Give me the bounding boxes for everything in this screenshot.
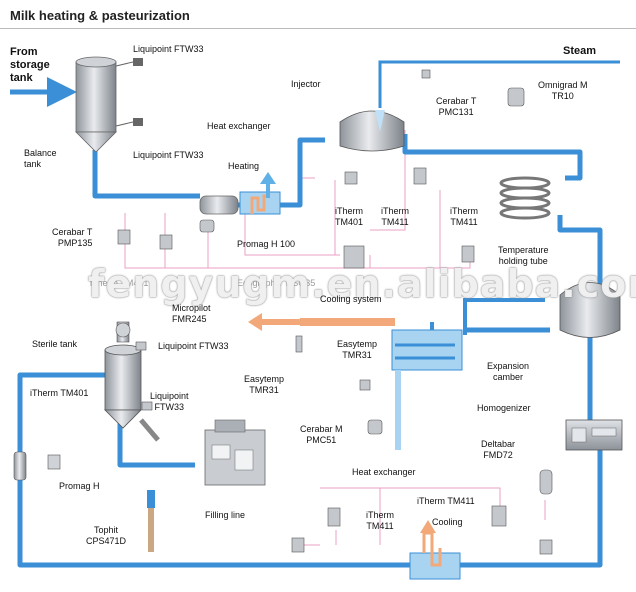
cooling-system [248, 313, 463, 450]
instrument-heads [117, 69, 553, 555]
sterile-tank-label: Sterile tank [32, 339, 78, 349]
sterile-tank [104, 321, 160, 442]
liquipoint-sterile-bot-label: Liquipoint FTW33 [150, 391, 189, 412]
steam-label: Steam [563, 45, 597, 57]
liquipoint-mid-label: Liquipoint FTW33 [133, 150, 204, 160]
expansion-label: Expansion camber [487, 361, 530, 382]
signal-lines [124, 130, 546, 546]
promag-h-meter [13, 451, 61, 481]
heat-exchanger-bot-label: Heat exchanger [352, 467, 416, 477]
diagram-title: Milk heating & pasteurization [10, 8, 190, 23]
watermark: fengyugm.en.alibaba.com [88, 262, 636, 306]
itherm-tm411-a-label: iTherm TM411 [381, 206, 410, 227]
tophit-label: Tophit CPS471D [86, 525, 127, 546]
micropilot-label: Micropilot FMR245 [172, 303, 211, 324]
homogenizer [565, 419, 623, 451]
from-storage-label: From storage tank [10, 46, 50, 84]
filling-machine [204, 419, 266, 486]
temp-holding-label: Temperature holding tube [498, 245, 549, 266]
title-divider [0, 28, 636, 29]
cerabar-top-label: Cerabar T PMC131 [436, 96, 477, 117]
omnigrad-label: Omnigrad M TR10 [538, 80, 588, 101]
heating-exchanger [199, 172, 281, 215]
deltabar-label: Deltabar FMD72 [481, 439, 516, 460]
cooling-system-label: Cooling system [320, 294, 382, 304]
itherm-tm411-d-label: iTherm TM411 [366, 510, 395, 531]
itherm-tm401-a-label: iTherm TM401 [335, 206, 364, 227]
itherm-tm411-c-label: iTherm TM411 [417, 496, 475, 506]
ghost-ecograph-label: Ecograph T RSG35 [237, 278, 316, 288]
heat-exchanger-top-label: Heat exchanger [207, 121, 271, 131]
filling-line-label: Filling line [205, 510, 246, 520]
easytemp-a-label: Easytemp TMR31 [337, 339, 378, 360]
tophit-probe [147, 490, 155, 552]
heating-label: Heating [228, 161, 260, 171]
cerabar-left-label: Cerabar T PMP135 [52, 227, 93, 248]
liquipoint-sterile-top-label: Liquipoint FTW33 [158, 341, 229, 351]
injector-label: Injector [291, 79, 321, 89]
ghost-itherm-label: iTherm TM401 [90, 278, 149, 288]
itherm-tm411-b-label: iTherm TM411 [450, 206, 479, 227]
milk-pipe [10, 77, 603, 568]
easytemp-b-label: Easytemp TMR31 [244, 374, 285, 395]
holding-tube [499, 176, 551, 220]
cooling-exchanger [409, 520, 461, 580]
homogenizer-label: Homogenizer [477, 403, 531, 413]
promag-h100-label: Promag H 100 [237, 239, 296, 249]
balance-tank [75, 56, 143, 153]
steam-pipe [378, 60, 620, 108]
injector-vessel [339, 110, 405, 152]
promag-h-label: Promag H [59, 481, 100, 491]
balance-tank-label: Balance tank [24, 148, 57, 169]
itherm-tm401-b-label: iTherm TM401 [30, 388, 89, 398]
expansion-chamber [559, 282, 621, 338]
liquipoint-top-label: Liquipoint FTW33 [133, 44, 204, 54]
cerabar-m-label: Cerabar M PMC51 [300, 424, 343, 445]
cooling-label: Cooling [432, 517, 463, 527]
